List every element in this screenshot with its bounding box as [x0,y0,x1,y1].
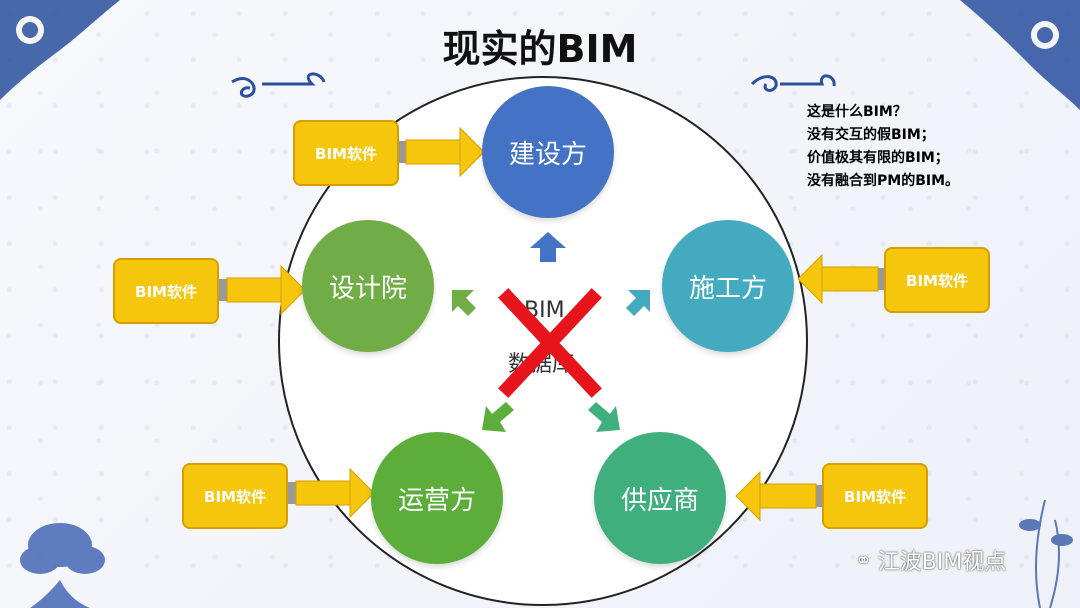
center-arrow-to-operation [482,402,514,432]
software-box-operation: BIM软件 [182,463,288,529]
note-line: 没有融合到PM的BIM。 [807,173,960,189]
swirl-ornament-left [231,72,326,98]
watermark: ⚭ 江波BIM视点 [855,544,1006,576]
software-box-owner: BIM软件 [293,120,399,186]
corner-ornament-top-left [0,0,120,100]
arrow-software-to-operation [288,467,375,519]
page-title: 现实的BIM [442,27,638,71]
arrow-software-to-construction [797,253,884,305]
arrow-software-to-supplier [735,470,824,522]
node-supplier: 供应商 [594,432,726,564]
plant-ornament-bottom-right [1019,499,1073,608]
software-box-construction: BIM软件 [884,247,990,313]
center-arrow-to-owner [530,232,566,262]
arrow-software-to-owner [398,126,485,178]
note-line: 价值极其有限的BIM； [807,150,949,166]
swirl-ornament-right [750,74,836,92]
note-line: 没有交互的假BIM； [807,127,935,143]
note-line: 这是什么BIM？ [807,104,907,120]
node-construction: 施工方 [662,220,794,352]
lotus-ornament-bottom-left [20,523,105,608]
center-arrow-to-construction [626,290,650,316]
center-arrow-to-supplier [588,402,620,432]
watermark-text: 江波BIM视点 [877,550,1007,575]
node-operation: 运营方 [371,432,503,564]
corner-ornament-top-right [960,0,1080,110]
software-box-supplier: BIM软件 [822,463,928,529]
arrow-software-to-design [219,264,306,316]
note-text-block: 这是什么BIM？ 没有交互的假BIM； 价值极其有限的BIM； 没有融合到PM的… [807,101,959,193]
center-arrow-to-design [452,290,476,316]
node-owner: 建设方 [482,86,614,218]
node-design-institute: 设计院 [302,220,434,352]
software-box-design: BIM软件 [113,258,219,324]
wechat-icon: ⚭ [855,548,872,572]
